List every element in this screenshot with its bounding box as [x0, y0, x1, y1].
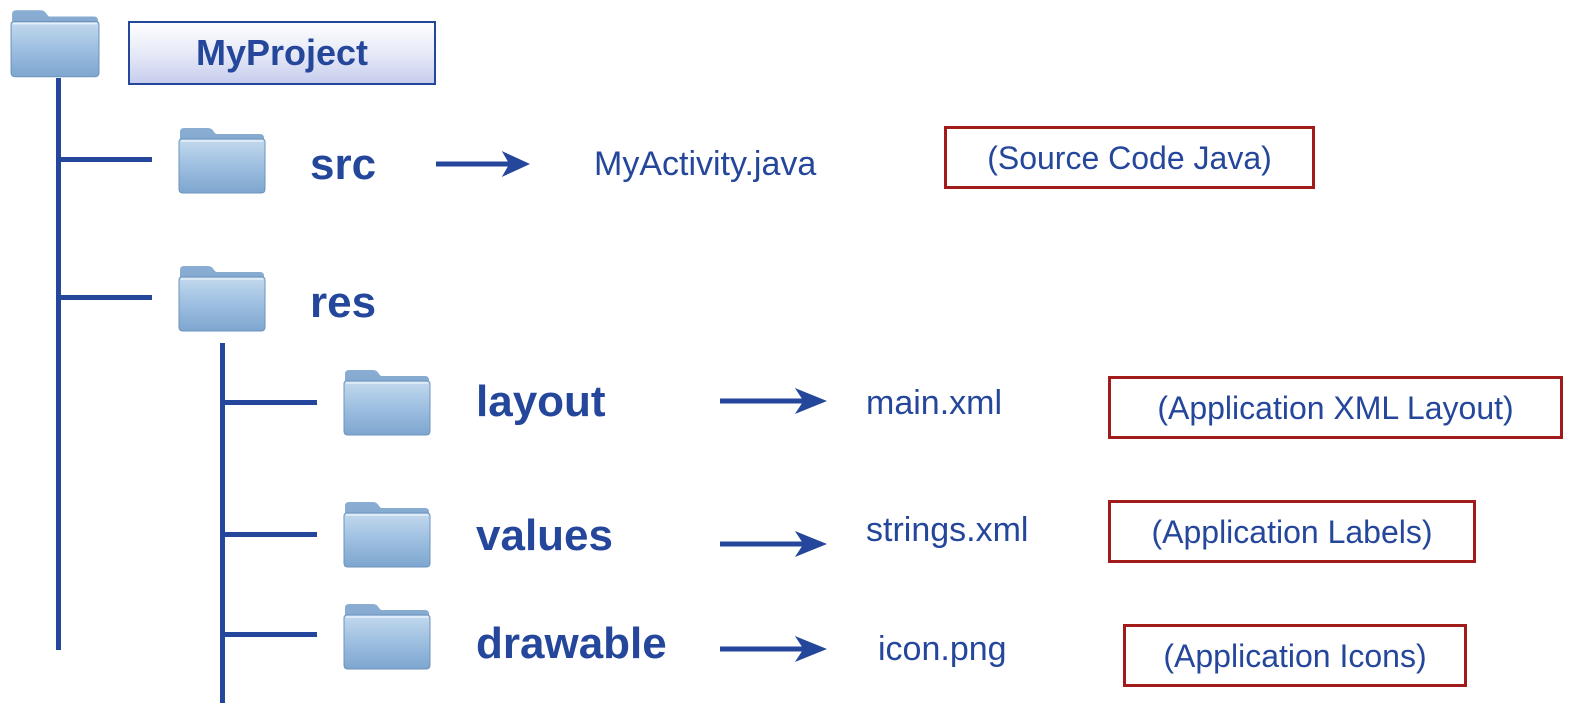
folder-icon[interactable]	[175, 262, 267, 332]
src-note: (Source Code Java)	[944, 126, 1315, 189]
drawable-folder-label[interactable]: drawable	[476, 619, 667, 668]
layout-arrow-icon	[720, 386, 827, 416]
layout-note: (Application XML Layout)	[1108, 376, 1563, 439]
drawable-note: (Application Icons)	[1123, 624, 1467, 687]
values-note: (Application Labels)	[1108, 500, 1476, 563]
values-arrow-icon	[720, 529, 827, 559]
res-tree-line	[220, 343, 225, 703]
src-branch-line	[56, 157, 152, 162]
values-file-label[interactable]: strings.xml	[866, 511, 1029, 549]
src-folder-label[interactable]: src	[310, 140, 377, 189]
drawable-file-label[interactable]: icon.png	[878, 630, 1007, 668]
drawable-arrow-icon	[720, 634, 827, 664]
res-branch-line	[56, 295, 152, 300]
project-name: MyProject	[195, 32, 369, 73]
values-branch-line	[220, 532, 317, 537]
folder-icon[interactable]	[175, 124, 267, 194]
layout-folder-label[interactable]: layout	[476, 377, 606, 426]
values-folder-label[interactable]: values	[476, 511, 613, 560]
drawable-branch-line	[220, 632, 317, 637]
project-root-label[interactable]: MyProject	[128, 21, 436, 85]
folder-icon[interactable]	[8, 6, 100, 78]
src-file-label[interactable]: MyActivity.java	[594, 145, 817, 183]
src-arrow-icon	[436, 149, 530, 179]
root-tree-line	[56, 78, 61, 650]
folder-icon[interactable]	[340, 600, 432, 670]
folder-icon[interactable]	[340, 366, 432, 436]
folder-icon[interactable]	[340, 498, 432, 568]
layout-branch-line	[220, 400, 317, 405]
res-folder-label[interactable]: res	[310, 278, 377, 327]
layout-file-label[interactable]: main.xml	[866, 384, 1003, 422]
